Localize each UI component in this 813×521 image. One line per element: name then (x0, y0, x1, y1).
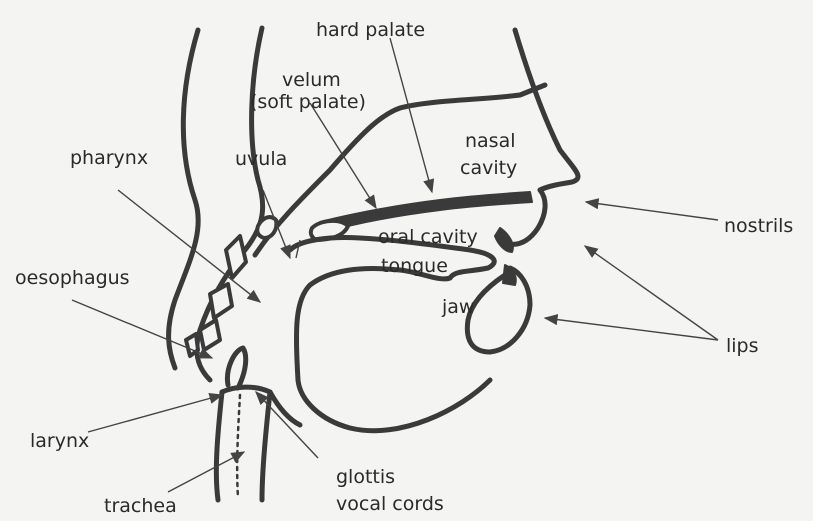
neck-front (270, 392, 300, 425)
arrow-larynx (88, 395, 222, 432)
label-soft-palate: (soft palate) (250, 91, 366, 113)
label-jaw: jaw (441, 296, 474, 318)
label-trachea: trachea (104, 495, 177, 517)
arrow-hard-palate (390, 38, 432, 192)
label-oesophagus: oesophagus (15, 267, 130, 289)
epiglottis (227, 348, 245, 388)
anatomy-drawing (169, 28, 578, 500)
label-pharynx: pharynx (70, 147, 148, 169)
label-vocal-cords: vocal cords (336, 493, 444, 515)
label-larynx: larynx (30, 430, 89, 452)
label-hard-palate: hard palate (316, 19, 425, 41)
trachea-rings (237, 395, 240, 498)
label-velum: velum (282, 69, 341, 91)
trachea-back (262, 392, 270, 500)
label-uvula: uvula (235, 148, 287, 170)
glottis-line (222, 387, 270, 392)
upper-incisor (495, 228, 513, 252)
arrow-velum (310, 103, 376, 208)
back-of-neck-line (169, 30, 199, 368)
uvula-shape (257, 217, 276, 238)
vertebrae (186, 236, 246, 356)
nose-outline (515, 30, 578, 190)
label-nostrils: nostrils (724, 215, 793, 237)
label-cavity: cavity (460, 157, 517, 179)
arrow-oesophagus (72, 300, 212, 358)
arrow-trachea (168, 452, 244, 492)
label-glottis: glottis (336, 466, 395, 488)
label-lips: lips (726, 335, 759, 357)
arrow-nostrils (586, 202, 718, 220)
label-oral-cavity: oral cavity (378, 226, 478, 248)
labels: hard palate velum (soft palate) nasal ca… (15, 19, 793, 517)
label-nasal: nasal (465, 130, 516, 152)
lower-lip (467, 268, 530, 352)
trachea-front (216, 392, 222, 500)
label-tongue: tongue (381, 255, 448, 277)
